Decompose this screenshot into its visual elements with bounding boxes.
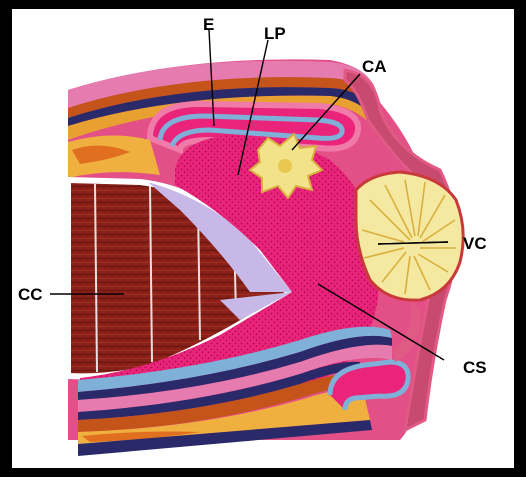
label-cs: CS — [463, 358, 487, 377]
label-lp: LP — [264, 24, 286, 43]
vc-tuft — [356, 172, 463, 300]
label-cc: CC — [18, 285, 43, 304]
label-e: E — [203, 15, 214, 34]
label-vc: VC — [463, 234, 487, 253]
label-ca: CA — [362, 57, 387, 76]
